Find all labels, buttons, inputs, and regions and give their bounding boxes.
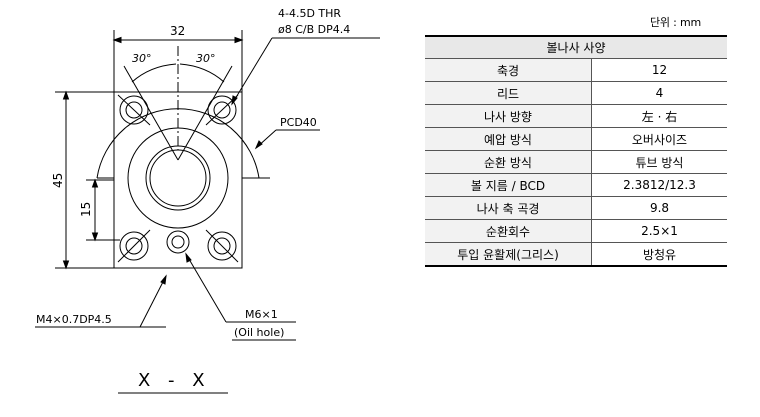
dim-top-label: 32 <box>170 24 185 38</box>
spec-value: 2.5×1 <box>591 219 727 243</box>
spec-value: 12 <box>591 58 727 82</box>
spec-label: 나사 방향 <box>425 104 592 128</box>
spec-value: 4 <box>591 81 727 105</box>
hole-callout-line1: 4-4.5D THR <box>278 7 341 20</box>
spec-value: 9.8 <box>591 196 727 220</box>
spec-label: 나사 축 곡경 <box>425 196 592 220</box>
oil-label-line1: M6×1 <box>245 308 278 321</box>
tap-label: M4×0.7DP4.5 <box>36 313 112 326</box>
angle-right-label: 30° <box>196 52 216 65</box>
spec-table-header: 볼나사 사양 <box>425 35 727 59</box>
spec-label: 투입 윤활제(그리스) <box>425 242 592 267</box>
spec-value: 방청유 <box>591 242 727 267</box>
spec-value: 左 · 右 <box>591 104 727 128</box>
technical-drawing: 32 30° 30° 4-4.5D THR ø8 C/B DP4.4 PCD40… <box>35 7 380 394</box>
unit-label: 단위 : mm <box>650 16 701 29</box>
hole-callout-line2: ø8 C/B DP4.4 <box>278 23 350 36</box>
pcd-label: PCD40 <box>280 116 317 129</box>
spec-value: 튜브 방식 <box>591 150 727 174</box>
dim-offset-label: 15 <box>79 202 93 217</box>
spec-label: 순환회수 <box>425 219 592 243</box>
dim-height-label: 45 <box>51 173 65 188</box>
section-label: X - X <box>138 370 211 391</box>
spec-label: 예압 방식 <box>425 127 592 151</box>
spec-label: 볼 지름 / BCD <box>425 173 592 197</box>
spec-label: 축경 <box>425 58 592 82</box>
spec-value: 오버사이즈 <box>591 127 727 151</box>
spec-label: 순환 방식 <box>425 150 592 174</box>
angle-left-label: 30° <box>132 52 152 65</box>
oil-label-line2: (Oil hole) <box>234 326 284 339</box>
spec-value: 2.3812/12.3 <box>591 173 727 197</box>
spec-label: 리드 <box>425 81 592 105</box>
table-row: 투입 윤활제(그리스)방청유 <box>425 242 727 267</box>
